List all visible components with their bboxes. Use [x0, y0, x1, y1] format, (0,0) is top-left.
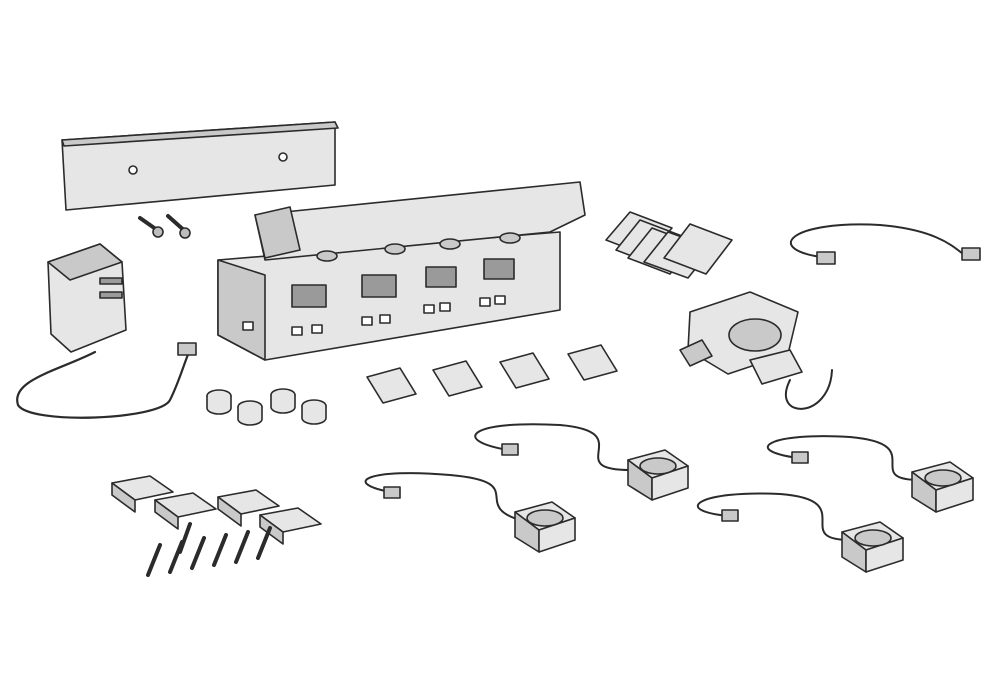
sensor-pod: [364, 472, 576, 553]
sensor-pods: [364, 423, 974, 573]
wall-screws: [138, 214, 191, 239]
power-adapter: [16, 243, 197, 419]
usb-card-reader: [679, 291, 833, 410]
micro-sd-cards: [366, 344, 618, 404]
mounting-plate: [61, 121, 339, 211]
sensor-pod: [474, 423, 689, 501]
hub-box: [217, 181, 586, 361]
rubber-feet: [206, 388, 327, 426]
mounting-screws: [146, 522, 272, 577]
network-cable: [790, 223, 981, 265]
sim-cards: [605, 211, 733, 279]
sensor-pod: [696, 492, 904, 573]
adhesive-pads: [111, 475, 322, 545]
sensor-pod: [766, 435, 974, 513]
